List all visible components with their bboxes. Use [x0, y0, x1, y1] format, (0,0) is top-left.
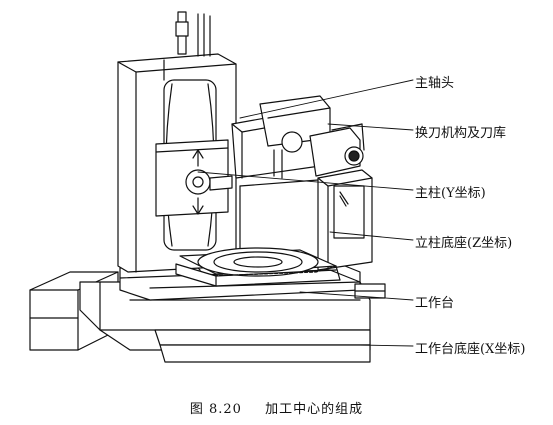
column-base-cabinet: [239, 169, 373, 271]
leader-lines: [197, 79, 414, 347]
figure-caption: 图 8.20 加工中心的组成: [0, 398, 553, 417]
label-worktable-base: 工作台底座(X坐标): [415, 342, 526, 357]
label-worktable: 工作台: [415, 296, 455, 311]
spindle-saddle: [155, 139, 233, 217]
rotary-worktable: [175, 247, 341, 287]
label-column-base: 立柱底座(Z坐标): [415, 236, 513, 251]
tool-magazine: [309, 123, 365, 177]
spindle-head: [231, 95, 331, 179]
label-tool-changer: 换刀机构及刀库: [415, 126, 507, 141]
label-spindle-head: 主轴头: [415, 76, 455, 91]
label-column: 主柱(Y坐标): [415, 186, 486, 201]
figure-title: 加工中心的组成: [265, 402, 364, 417]
figure-number: 图 8.20: [189, 402, 242, 417]
